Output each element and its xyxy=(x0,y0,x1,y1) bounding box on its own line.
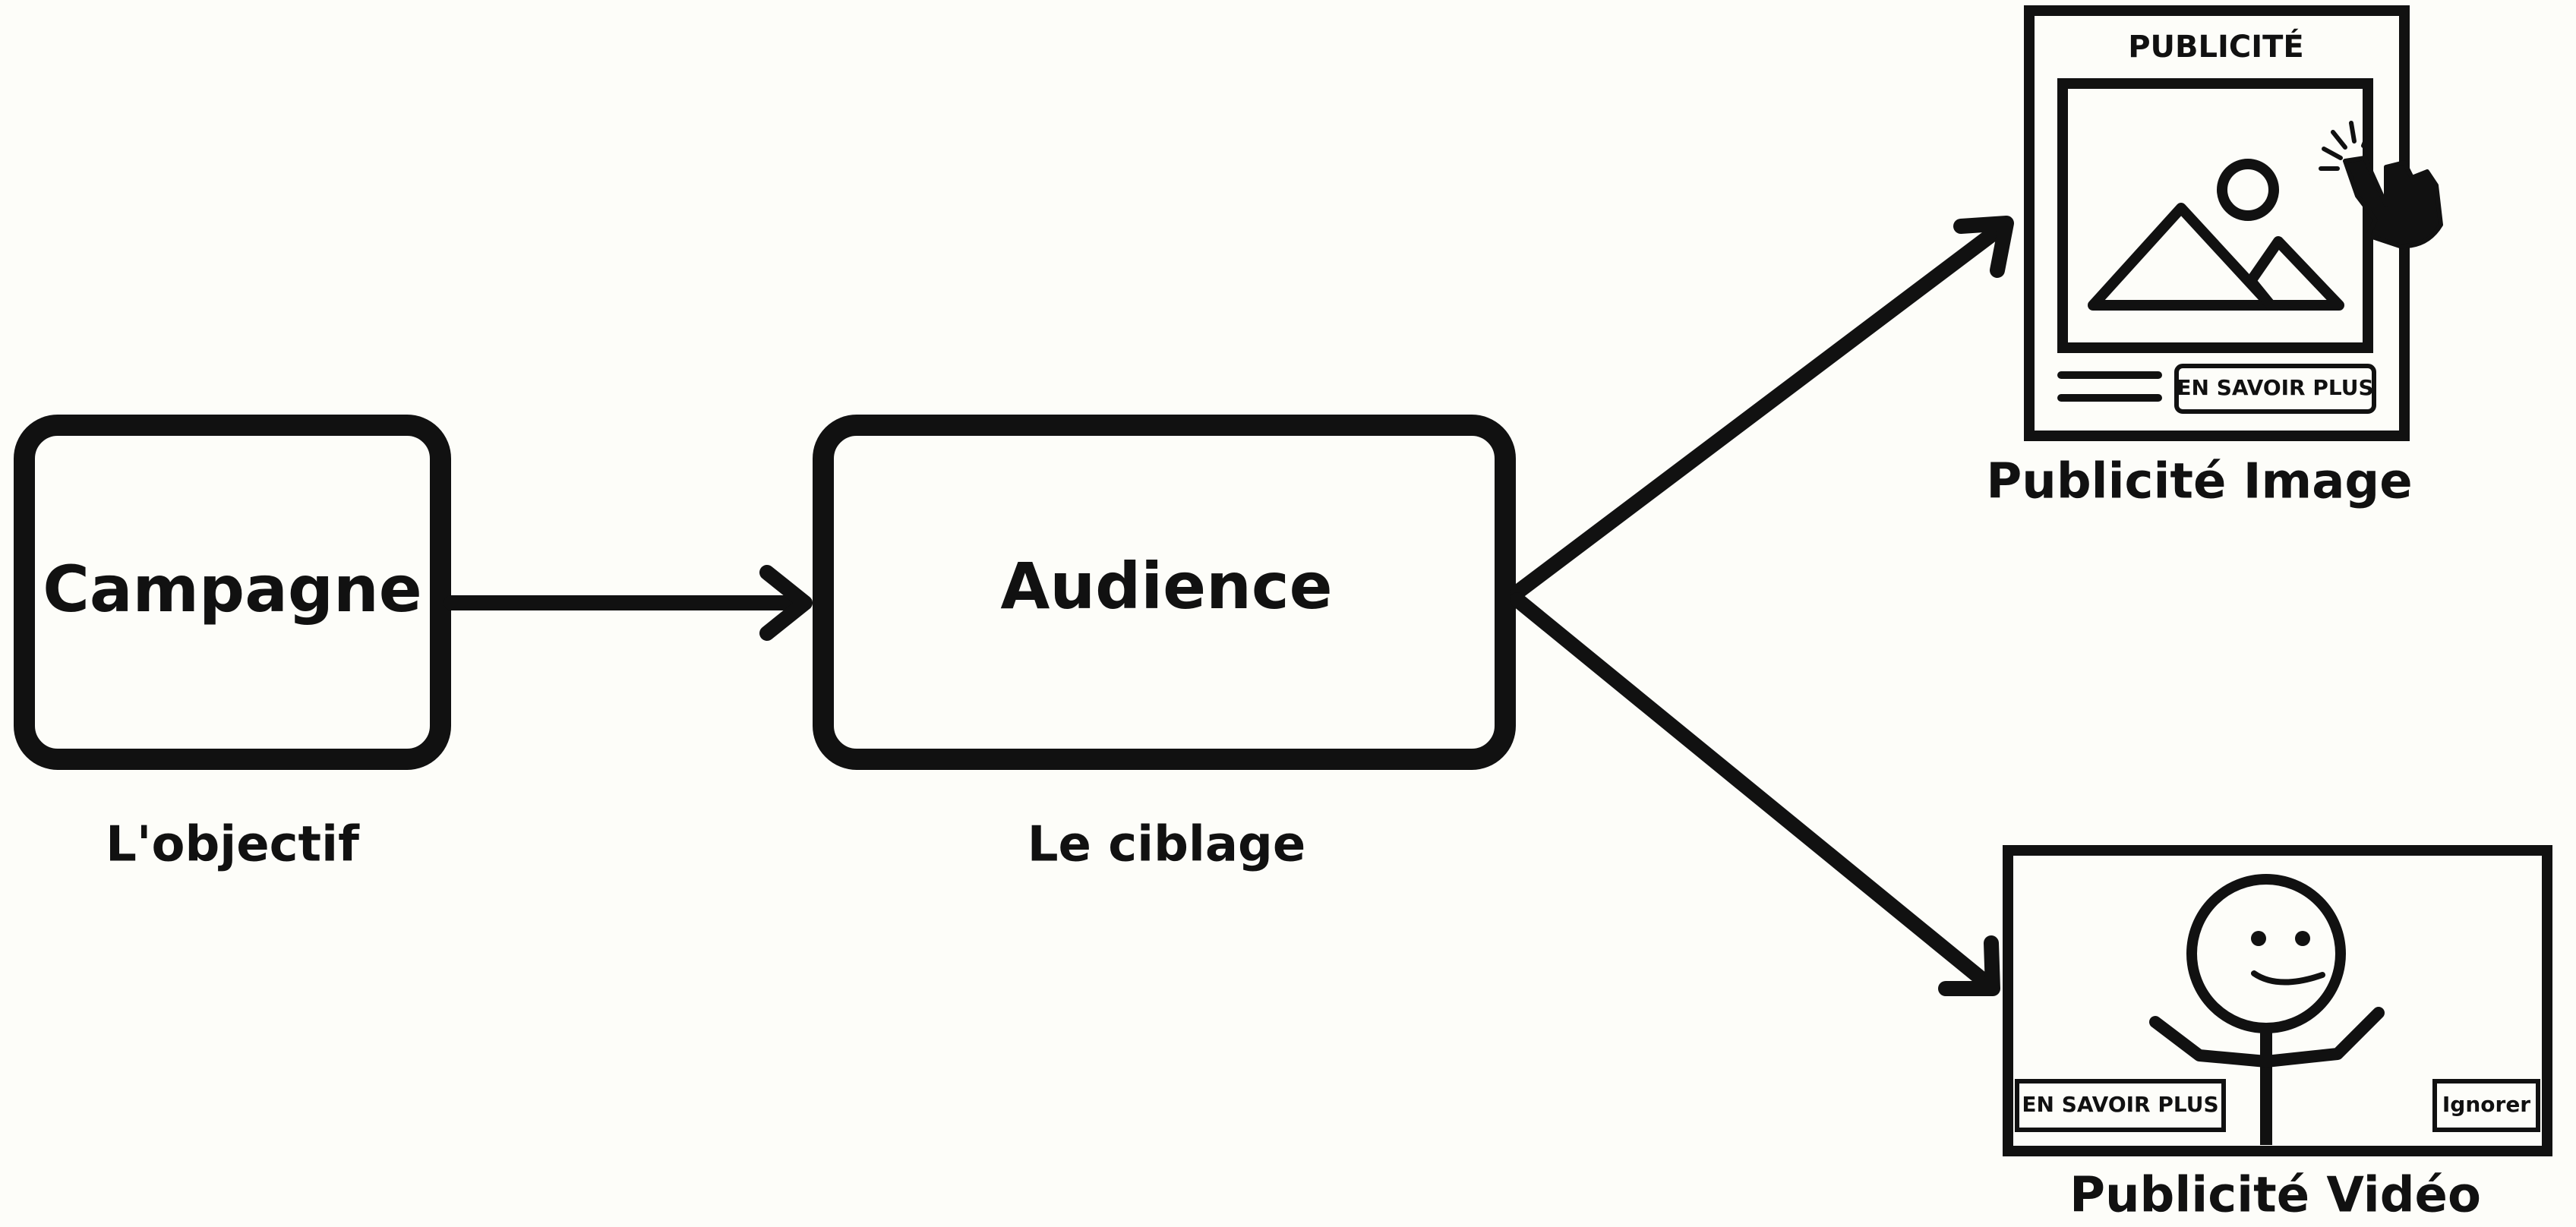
arrow-icon xyxy=(1510,592,1997,993)
video-ad-skip-label: Ignorer xyxy=(2442,1092,2530,1117)
arrow-audience-video xyxy=(1510,592,2000,996)
node-campagne: Campagne xyxy=(14,415,451,770)
node-audience-label: Audience xyxy=(1000,549,1332,623)
node-campagne-caption: L'objectif xyxy=(106,817,360,873)
video-ad-skip-button xyxy=(2432,1079,2540,1132)
node-audience-caption: Le ciblage xyxy=(1028,817,1306,873)
stick-figure-icon xyxy=(2149,874,2385,1145)
node-audience: Audience xyxy=(813,415,1516,770)
pointing-hand-icon xyxy=(2319,121,2443,249)
arrow-campagne-audience xyxy=(444,565,813,641)
video-ad-learn-more-button xyxy=(2015,1079,2226,1132)
image-ad-button-label: EN SAVOIR PLUS xyxy=(2177,375,2373,400)
arrow-icon xyxy=(1510,217,2012,600)
video-ad-learn-more-label: EN SAVOIR PLUS xyxy=(2022,1092,2218,1117)
arrowhead xyxy=(759,565,813,641)
image-icon xyxy=(2088,159,2344,311)
video-ad-frame xyxy=(2003,845,2552,1156)
image-ad-header: PUBLICITÉ xyxy=(2128,28,2304,65)
arrow-audience-image xyxy=(1510,216,2014,600)
image-ad-caption: Publicité Image xyxy=(1986,454,2412,510)
node-audience-box xyxy=(813,415,1516,770)
image-ad-button xyxy=(2174,364,2376,414)
node-campagne-label: Campagne xyxy=(43,552,422,626)
video-ad-mockup: EN SAVOIR PLUS Ignorer xyxy=(2003,845,2552,1156)
arrowhead xyxy=(1953,216,2014,278)
arrowhead xyxy=(1938,935,2000,996)
node-campagne-box xyxy=(14,415,451,770)
image-ad-mockup: PUBLICITÉ EN SAVOIR PLUS xyxy=(2024,5,2443,441)
image-ad-picture-frame xyxy=(2057,78,2373,353)
video-ad-caption: Publicité Vidéo xyxy=(2069,1168,2481,1224)
